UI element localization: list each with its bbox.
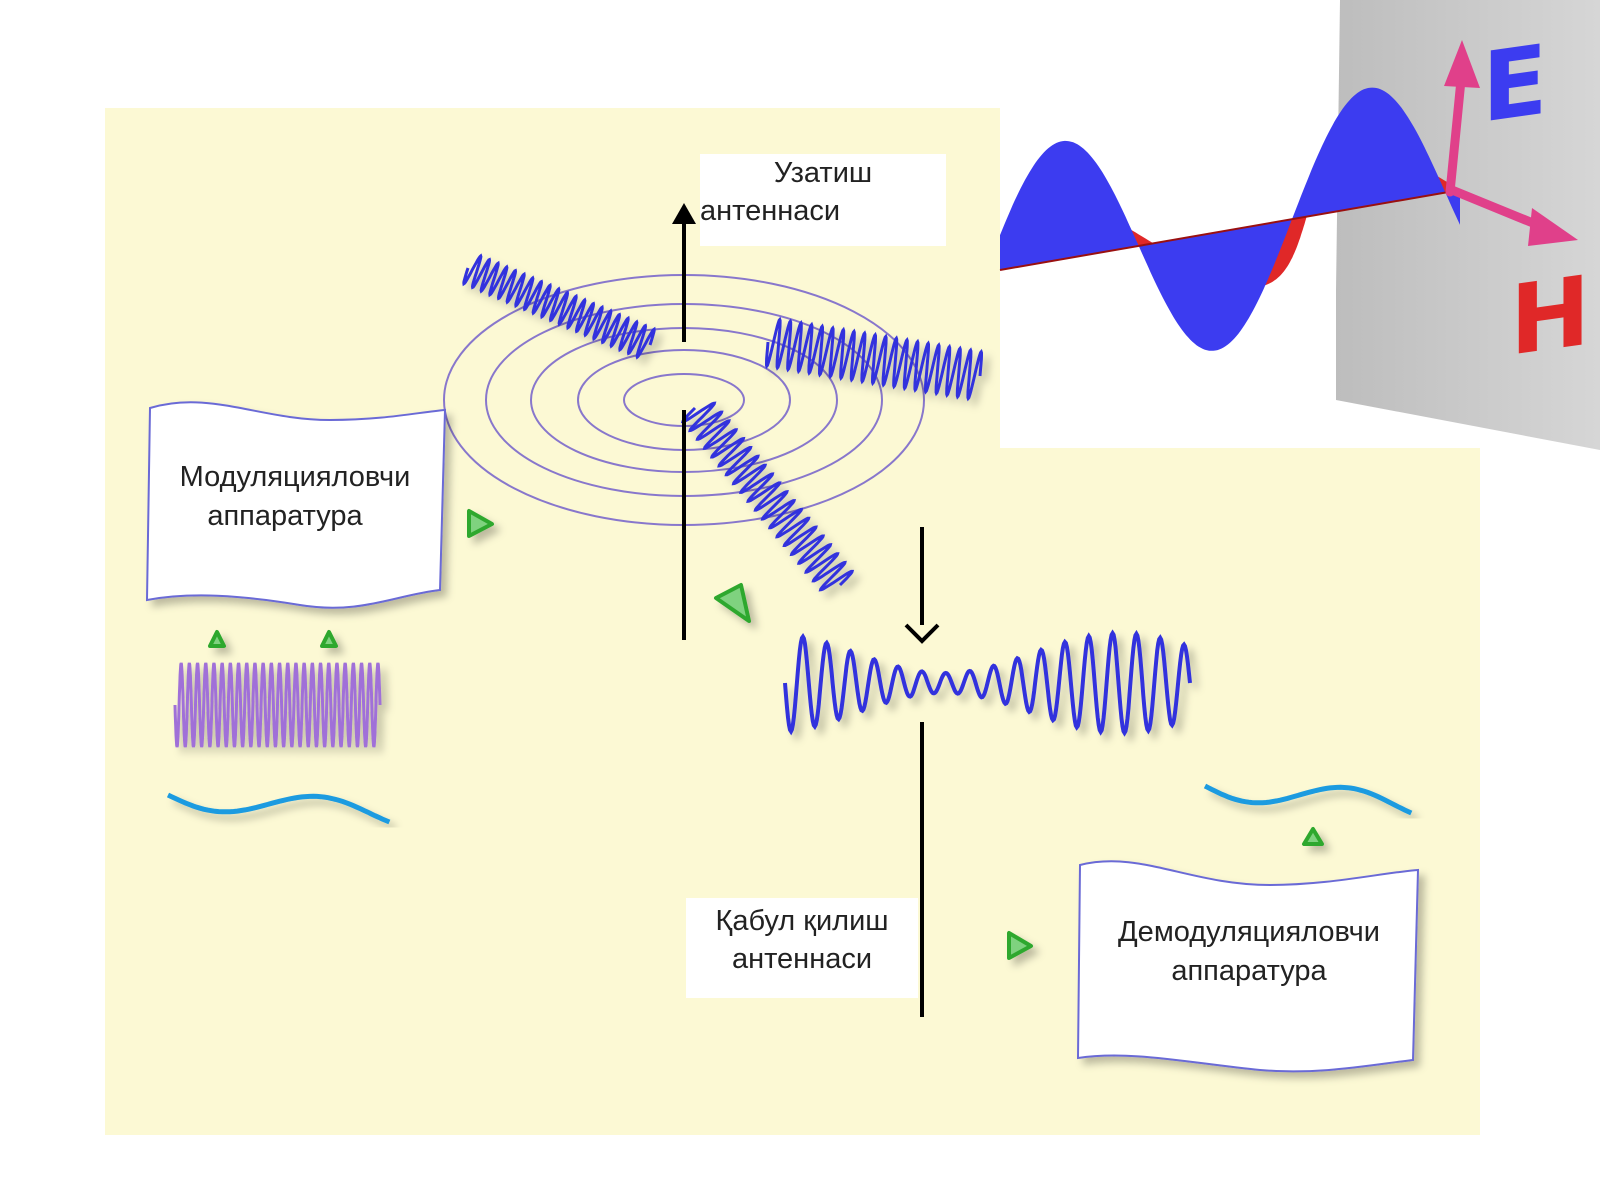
demodulator-card-text: Демодуляцияловчи аппаратура [1080, 913, 1418, 991]
wave-packet-right [765, 316, 983, 402]
demodulator-card [1076, 860, 1420, 1073]
modulator-label-line1: Модуляцияловчи [179, 461, 411, 493]
modulator-card-text: Модуляцияловчи аппаратура [150, 458, 440, 536]
h-field-vector-icon [1447, 185, 1578, 246]
demodulator-label-line2: аппаратура [1171, 955, 1327, 987]
right-arrow-marker-icon [467, 509, 494, 538]
wave-packet-lower [680, 401, 855, 592]
h-field-label: H [1510, 254, 1591, 378]
receive-antenna-label-line2: антеннаси [731, 943, 873, 975]
down-arrow-icon [904, 623, 940, 644]
audio-signal-input [166, 792, 391, 825]
transmit-antenna-label-line2: антеннаси [700, 195, 841, 227]
modulator-label-line2: аппаратура [207, 500, 363, 532]
right-arrow-marker-icon [1007, 931, 1033, 960]
down-arrow-marker-icon [714, 583, 751, 623]
modulator-card [145, 401, 447, 609]
em-wave-illustration [999, 0, 1600, 450]
e-field-wave [1000, 87, 1460, 351]
receive-antenna-label-line1: Қабул қилиш [715, 905, 889, 937]
e-field-label: E [1482, 23, 1548, 145]
transmit-antenna-label: Узатиш антеннаси [700, 154, 946, 246]
e-field-lobes [1000, 87, 1460, 351]
up-arrow-icon [672, 203, 696, 224]
up-arrow-marker-icon [320, 630, 338, 648]
e-field-vector-icon [1444, 40, 1480, 197]
propagation-axis [999, 189, 1461, 271]
carrier-signal [173, 662, 382, 748]
up-arrow-marker-icon [208, 630, 226, 648]
transmit-antenna-label-line1: Узатиш [773, 157, 873, 189]
received-modulated-wave [783, 629, 1192, 737]
audio-signal-output [1203, 783, 1413, 816]
receive-antenna [904, 527, 940, 1017]
wave-packet-upper-left [462, 253, 656, 360]
receive-antenna-label: Қабул қилиш антеннаси [686, 898, 918, 998]
demodulator-label-line1: Демодуляцияловчи [1118, 916, 1380, 948]
transmit-antenna [672, 203, 696, 640]
up-arrow-marker-icon [1302, 827, 1324, 846]
